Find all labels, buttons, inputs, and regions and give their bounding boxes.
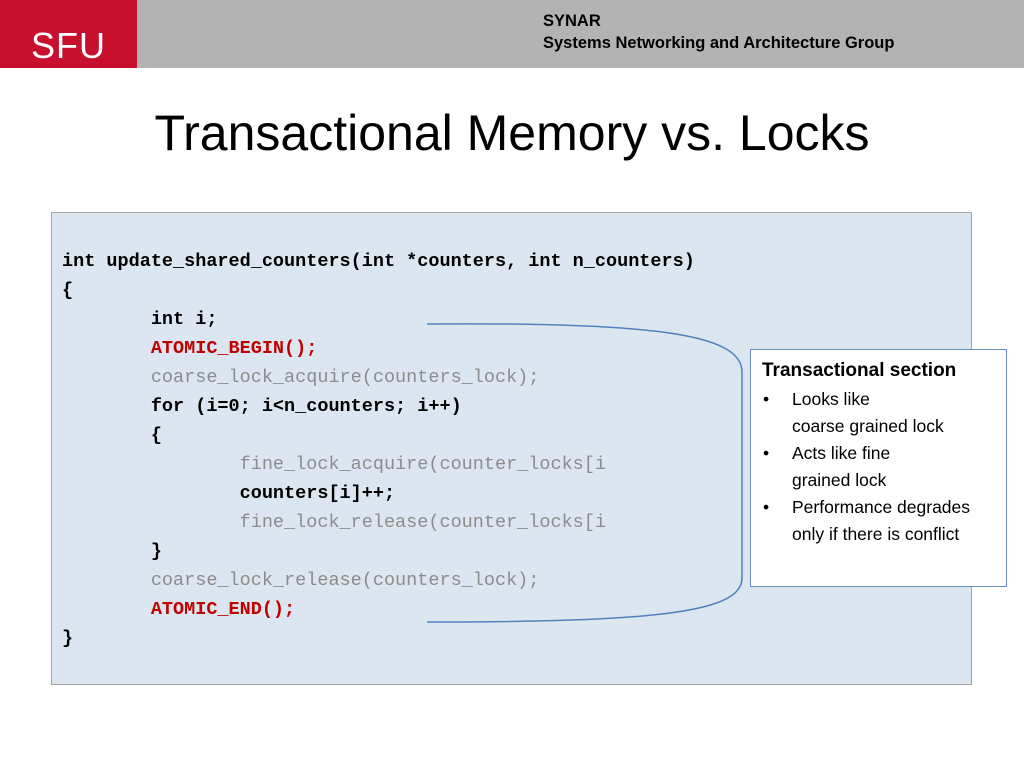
logo-text: SFU xyxy=(31,25,106,66)
bullet-icon: • xyxy=(763,389,770,409)
code-block: int update_shared_counters(int *counters… xyxy=(62,247,695,653)
callout-heading: Transactional section xyxy=(762,360,957,381)
group-name: SYNAR Systems Networking and Architectur… xyxy=(543,10,894,54)
code-line: fine_lock_release(counter_locks[i xyxy=(62,512,606,533)
callout-bullet-item: • Acts like fine grained lock xyxy=(762,440,996,494)
callout-bullet-text: Looks like xyxy=(792,389,870,409)
callout-bullet-list: • Looks like coarse grained lock • Acts like… xyxy=(762,386,996,548)
code-line: fine_lock_acquire(counter_locks[i xyxy=(62,454,606,475)
header-bar xyxy=(0,0,1024,68)
callout-bullet-text: only if there is conflict xyxy=(792,524,960,544)
code-line: ATOMIC_END(); xyxy=(62,599,296,620)
group-short-name: SYNAR xyxy=(543,12,601,30)
code-line: int i; xyxy=(62,309,218,330)
callout-bullet-item: • Performance degrades only if there is co… xyxy=(762,494,996,548)
code-line: { xyxy=(62,280,74,301)
code-line: ATOMIC_BEGIN(); xyxy=(62,338,318,359)
code-line: } xyxy=(62,628,74,649)
code-line: { xyxy=(62,425,162,446)
slide-title: Transactional Memory vs. Locks xyxy=(154,105,870,161)
callout-box: Transactional section • Looks like coarse … xyxy=(750,349,1007,587)
code-line: } xyxy=(62,541,162,562)
group-full-name: Systems Networking and Architecture Grou… xyxy=(543,34,895,52)
code-line: int update_shared_counters(int *counters… xyxy=(62,251,695,272)
code-line: for (i=0; i<n_counters; i++) xyxy=(62,396,462,417)
callout-bullet-text: coarse grained lock xyxy=(792,416,944,436)
bullet-icon: • xyxy=(763,497,770,517)
code-line: counters[i]++; xyxy=(62,483,396,504)
callout-bullet-text: grained lock xyxy=(792,470,887,490)
sfu-logo: SFU xyxy=(0,0,137,68)
callout-bullet-item: • Looks like coarse grained lock xyxy=(762,386,996,440)
code-line: coarse_lock_release(counters_lock); xyxy=(62,570,540,591)
callout-bullet-text: Performance degrades xyxy=(792,497,971,517)
callout-bullet-text: Acts like fine xyxy=(792,443,891,463)
code-line: coarse_lock_acquire(counters_lock); xyxy=(62,367,540,388)
bullet-icon: • xyxy=(763,443,770,463)
